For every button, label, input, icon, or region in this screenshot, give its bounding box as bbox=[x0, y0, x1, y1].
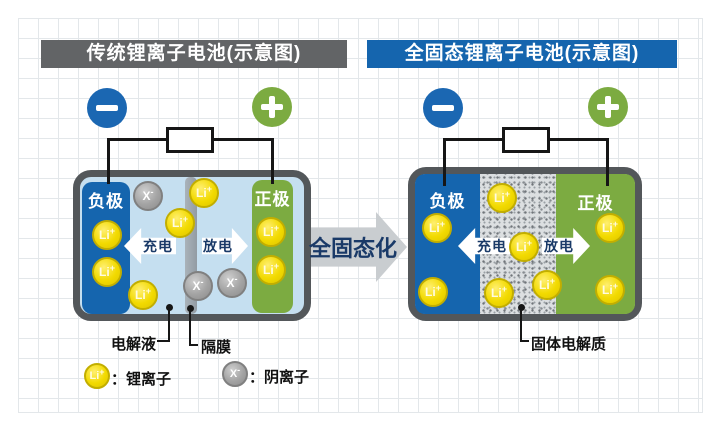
lithium-ion: Li+ bbox=[532, 270, 562, 300]
electrolyte-pointer-line bbox=[168, 308, 170, 342]
charge-label: 充电 bbox=[143, 238, 173, 254]
solid-electrolyte-pointer-dot bbox=[518, 304, 525, 311]
circuit-wire bbox=[443, 138, 446, 186]
anion: X- bbox=[183, 271, 213, 301]
charge-label: 充电 bbox=[477, 238, 507, 254]
plus-terminal-icon bbox=[588, 87, 628, 127]
lithium-ion-legend-label: ：锂离子 bbox=[111, 371, 172, 388]
lithium-ion: Li+ bbox=[595, 275, 625, 305]
header-traditional-battery: 传统锂离子电池(示意图) bbox=[41, 40, 347, 68]
separator-pointer-line bbox=[189, 309, 191, 346]
minus-terminal-icon bbox=[423, 88, 463, 128]
plus-vbar bbox=[605, 96, 611, 118]
solid-electrolyte-label: 固体电解质 bbox=[531, 336, 607, 353]
resistor-box bbox=[166, 127, 214, 153]
x-symbol: X bbox=[229, 367, 238, 380]
lithium-ion: Li+ bbox=[418, 277, 448, 307]
lithium-ion: Li+ bbox=[92, 220, 122, 250]
x-charge: - bbox=[237, 364, 241, 375]
anion-legend-label: ：阴离子 bbox=[249, 369, 310, 386]
lithium-ion: Li+ bbox=[256, 217, 286, 247]
negative-electrode-label: 负极 bbox=[88, 192, 124, 211]
electrolyte-pointer-dot bbox=[166, 304, 173, 311]
lithium-ion: Li+ bbox=[189, 178, 219, 208]
resistor-box bbox=[502, 127, 550, 153]
negative-electrode-label: 负极 bbox=[429, 192, 466, 211]
lithium-ion: Li+ bbox=[128, 280, 158, 310]
anion: X- bbox=[133, 181, 163, 211]
circuit-wire bbox=[107, 138, 110, 184]
minus-bar bbox=[432, 105, 454, 111]
lithium-ion: Li+ bbox=[509, 232, 539, 262]
electrolyte-label: 电解液 bbox=[111, 336, 157, 353]
lithium-ion: Li+ bbox=[484, 278, 514, 308]
separator-pointer-line bbox=[189, 344, 198, 346]
lithium-ion: Li+ bbox=[595, 213, 625, 243]
header-solid-state-battery: 全固态锂离子电池(示意图) bbox=[367, 40, 677, 68]
plus-vbar bbox=[269, 96, 275, 118]
separator-label: 隔膜 bbox=[201, 339, 232, 356]
anion-legend-icon: X- bbox=[222, 361, 248, 387]
lithium-ion: Li+ bbox=[487, 183, 517, 213]
li-charge: + bbox=[99, 366, 105, 377]
li-symbol: Li bbox=[89, 369, 100, 382]
solid-electrolyte-pointer-line bbox=[520, 340, 529, 342]
electrolyte-pointer-line bbox=[157, 340, 169, 342]
circuit-wire bbox=[271, 138, 274, 184]
discharge-label: 放电 bbox=[203, 238, 233, 254]
anion: X- bbox=[217, 268, 247, 298]
lithium-ion: Li+ bbox=[92, 257, 122, 287]
transform-arrow-label: 全固态化 bbox=[308, 236, 397, 261]
lithium-ion-legend-icon: Li+ bbox=[84, 363, 110, 389]
minus-bar bbox=[96, 105, 118, 111]
discharge-label: 放电 bbox=[544, 238, 574, 254]
minus-terminal-icon bbox=[87, 88, 127, 128]
plus-terminal-icon bbox=[252, 87, 292, 127]
lithium-ion: Li+ bbox=[165, 208, 195, 238]
circuit-wire bbox=[606, 138, 609, 186]
separator-pointer-dot bbox=[187, 305, 194, 312]
solid-electrolyte-pointer-line bbox=[520, 308, 522, 342]
positive-electrode-label: 正极 bbox=[577, 194, 614, 213]
positive-electrode-label: 正极 bbox=[254, 190, 291, 209]
lithium-ion: Li+ bbox=[422, 213, 452, 243]
lithium-ion: Li+ bbox=[256, 255, 286, 285]
